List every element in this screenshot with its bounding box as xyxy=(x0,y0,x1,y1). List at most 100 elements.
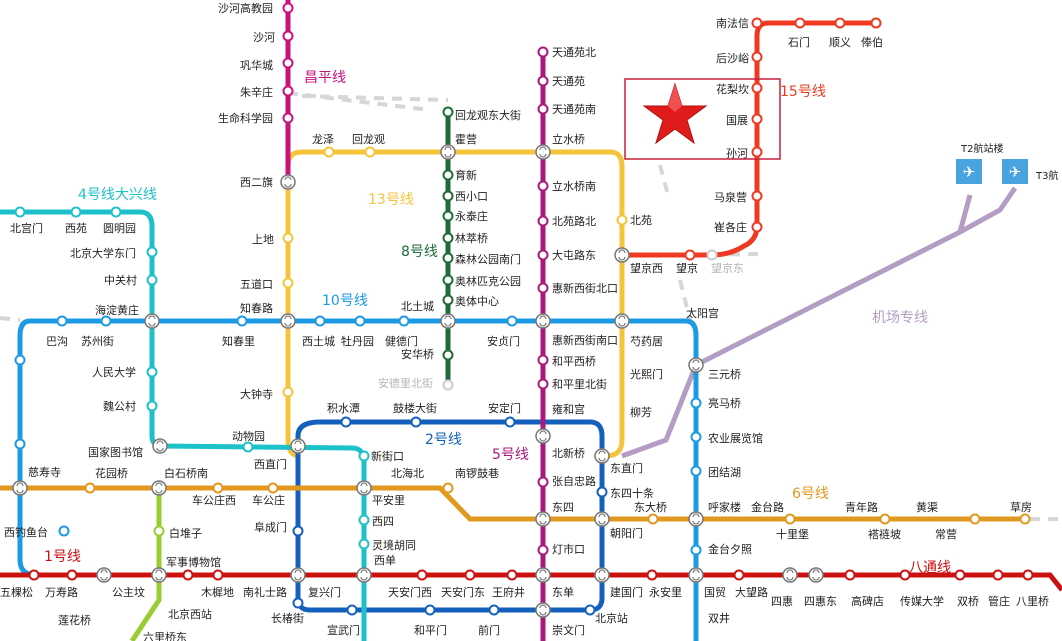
station-label[interactable]: 阜成门 xyxy=(254,520,287,534)
station-dot-unbuilt[interactable] xyxy=(706,249,718,261)
station-label[interactable]: 青年路 xyxy=(845,500,878,514)
station-label[interactable]: 雍和宫 xyxy=(552,402,585,416)
station-dot[interactable] xyxy=(992,569,1004,581)
station-label[interactable]: 公主坟 xyxy=(112,585,145,599)
station-label[interactable]: 双井 xyxy=(708,611,730,625)
station-label[interactable]: 苏州街 xyxy=(81,334,114,348)
station-label[interactable]: 团结湖 xyxy=(708,466,741,479)
station-label[interactable]: 西土城 xyxy=(302,335,335,348)
station-label[interactable]: 大钟寺 xyxy=(240,387,273,401)
station-label[interactable]: 望京东 xyxy=(711,261,744,275)
station-dot[interactable] xyxy=(751,51,763,63)
station-dot[interactable] xyxy=(146,400,158,412)
station-dot[interactable] xyxy=(442,169,454,181)
station-label[interactable]: 惠新西街南口 xyxy=(552,333,618,347)
station-dot[interactable] xyxy=(969,513,981,525)
station-dot[interactable] xyxy=(346,604,358,616)
station-dot[interactable] xyxy=(100,315,112,327)
transfer-station-icon[interactable] xyxy=(535,567,551,583)
station-dot[interactable] xyxy=(358,514,370,526)
station-dot[interactable] xyxy=(504,416,516,428)
station-label[interactable]: 生命科学园 xyxy=(218,111,273,125)
station-dot[interactable] xyxy=(242,441,254,453)
station-dot[interactable] xyxy=(690,431,702,443)
station-dot[interactable] xyxy=(684,249,696,261)
station-label[interactable]: 立水桥 xyxy=(552,132,585,146)
station-label[interactable]: 国展 xyxy=(726,114,748,127)
station-label[interactable]: 张自忠路 xyxy=(552,475,596,488)
station-label[interactable]: 西二旗 xyxy=(240,175,273,189)
station-label[interactable]: 木樨地 xyxy=(201,585,234,599)
station-label[interactable]: 崇文门 xyxy=(552,623,585,637)
station-dot[interactable] xyxy=(442,232,454,244)
station-dot[interactable] xyxy=(751,82,763,94)
station-label[interactable]: 灯市口 xyxy=(552,542,585,556)
station-dot[interactable] xyxy=(537,354,549,366)
transfer-station-icon[interactable] xyxy=(356,567,372,583)
station-dot[interactable] xyxy=(464,569,476,581)
station-label[interactable]: 俸伯 xyxy=(861,35,883,49)
station-dot[interactable] xyxy=(442,252,454,264)
transfer-station-icon[interactable] xyxy=(280,313,296,329)
station-dot[interactable] xyxy=(794,17,806,29)
station-label[interactable]: 西钓鱼台 xyxy=(4,525,48,539)
station-dot[interactable] xyxy=(442,106,454,118)
station-label[interactable]: 回龙观 xyxy=(352,133,385,146)
station-label[interactable]: 双桥 xyxy=(957,595,979,608)
station-dot[interactable] xyxy=(398,315,410,327)
station-label[interactable]: 农业展览馆 xyxy=(708,431,763,445)
station-label[interactable]: 金台路 xyxy=(751,500,784,514)
station-dot[interactable] xyxy=(282,57,294,69)
station-dot[interactable] xyxy=(751,17,763,29)
station-dot[interactable] xyxy=(537,46,549,58)
transfer-station-icon[interactable] xyxy=(440,144,456,160)
station-dot[interactable] xyxy=(267,482,279,494)
station-label[interactable]: 新街口 xyxy=(371,449,404,463)
station-label[interactable]: 永安里 xyxy=(649,585,682,599)
station-label[interactable]: 光熙门 xyxy=(630,367,663,381)
transfer-station-icon[interactable] xyxy=(280,174,296,190)
transfer-station-icon[interactable] xyxy=(290,438,306,454)
transfer-station-icon[interactable] xyxy=(535,511,551,527)
station-label[interactable]: 巴沟 xyxy=(46,335,68,348)
station-dot[interactable] xyxy=(323,146,335,158)
station-label[interactable]: 四惠 xyxy=(771,594,793,608)
location-marker[interactable] xyxy=(624,78,781,160)
station-dot[interactable] xyxy=(537,378,549,390)
airplane-icon[interactable] xyxy=(1002,159,1028,184)
station-label[interactable]: 奥林匹克公园 xyxy=(455,274,521,288)
station-dot[interactable] xyxy=(358,450,370,462)
transfer-station-icon[interactable] xyxy=(144,313,160,329)
station-dot[interactable] xyxy=(442,274,454,286)
station-dot[interactable] xyxy=(870,17,882,29)
station-label[interactable]: 平安里 xyxy=(372,493,405,507)
station-dot[interactable] xyxy=(879,513,891,525)
station-label[interactable]: 西小口 xyxy=(455,190,488,203)
station-label[interactable]: 积水潭 xyxy=(327,402,360,415)
station-dot[interactable] xyxy=(282,112,294,124)
station-label[interactable]: 南礼士路 xyxy=(243,585,287,599)
station-label[interactable]: 五棵松 xyxy=(0,585,33,599)
station-label[interactable]: 育新 xyxy=(455,168,477,182)
station-dot[interactable] xyxy=(834,17,846,29)
station-label[interactable]: 西直门 xyxy=(254,457,287,471)
transfer-station-icon[interactable] xyxy=(151,480,167,496)
station-label[interactable]: 灵境胡同 xyxy=(372,538,416,552)
station-label[interactable]: 崔各庄 xyxy=(714,220,747,234)
station-label[interactable]: 安华桥 xyxy=(401,347,434,361)
station-label[interactable]: 高碑店 xyxy=(851,594,884,608)
station-label[interactable]: 管庄 xyxy=(988,594,1010,608)
station-label[interactable]: 沙河高教园 xyxy=(218,1,273,15)
station-label[interactable]: 白石桥南 xyxy=(164,466,208,480)
station-label[interactable]: 北苑路北 xyxy=(552,215,596,228)
station-label[interactable]: 海淀黄庄 xyxy=(95,303,139,317)
station-label[interactable]: 大望路 xyxy=(735,585,768,599)
station-dot[interactable] xyxy=(146,366,158,378)
station-label[interactable]: 马泉营 xyxy=(714,190,747,204)
station-label[interactable]: 健德门 xyxy=(385,334,418,348)
station-label[interactable]: 知春路 xyxy=(240,301,273,315)
station-label[interactable]: 和平门 xyxy=(414,623,447,637)
station-label[interactable]: 天安门西 xyxy=(388,585,432,599)
transfer-station-icon[interactable] xyxy=(688,357,704,373)
station-label[interactable]: 北宫门 xyxy=(10,221,43,235)
